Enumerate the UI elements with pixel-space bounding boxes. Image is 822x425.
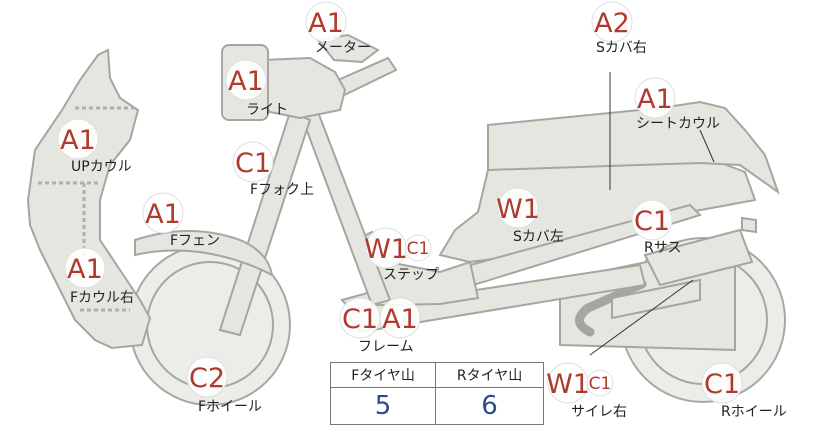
- grade-code: C1: [235, 148, 271, 179]
- front-tread-header: Fタイヤ山: [329, 362, 437, 388]
- part-label-meter: メーター: [315, 40, 371, 56]
- rear-suspension-top: [741, 216, 757, 234]
- rear-tread-header: Rタイヤ山: [435, 362, 544, 388]
- grade-code: C1: [634, 206, 670, 237]
- muffler-pipe: [575, 279, 647, 337]
- sub-grade-circle: [379, 297, 421, 339]
- meter-shape: [316, 33, 380, 64]
- grade-code: W1: [546, 369, 590, 400]
- grade-badge-circle: [232, 141, 274, 183]
- grade-code: C2: [189, 363, 225, 394]
- part-label-seat-cowl: シートカウル: [636, 116, 720, 132]
- part-label-s-cover-right: Sカバ右: [596, 40, 647, 56]
- grade-code: A1: [145, 199, 181, 230]
- part-label-up-cowl: UPカウル: [71, 159, 132, 175]
- grade-badge-circle: [305, 1, 347, 43]
- part-label-step: ステップ: [383, 267, 439, 283]
- grade-badge-circle: [142, 192, 184, 234]
- grade-code: W1: [496, 194, 540, 225]
- grade-code: A1: [308, 8, 344, 39]
- grade-code: C1: [704, 369, 740, 400]
- grade-code: C1: [342, 304, 378, 335]
- front-fender-shape: [134, 230, 274, 277]
- grade-code: A1: [60, 125, 96, 156]
- part-label-muffler-right: サイレ右: [571, 404, 627, 420]
- grade-badge-circle: [186, 356, 228, 398]
- muffler-body: [611, 278, 701, 320]
- seat-cowl-shape: [487, 100, 780, 195]
- part-label-f-fork-upper: Fフォク上: [250, 182, 314, 198]
- front-cowl-shape: [26, 48, 152, 350]
- part-label-r-suspension: Rサス: [644, 240, 681, 256]
- grade-badge-circle: [591, 1, 633, 43]
- grade-badge-circle: [634, 77, 676, 119]
- leader-muffler: [589, 279, 694, 356]
- grade-badge-circle: [497, 187, 539, 229]
- grade-badge-circle: [57, 118, 99, 160]
- sub-grade-circle: [404, 234, 432, 262]
- sub-grade-circle: [586, 369, 614, 397]
- sub-grade-code: C1: [589, 374, 612, 394]
- sub-grade-code: C1: [407, 239, 430, 259]
- part-label-light: ライト: [246, 102, 288, 118]
- grade-badge-circle: [631, 199, 673, 241]
- tread-depth-table: Fタイヤ山 Rタイヤ山 5 6: [329, 362, 544, 425]
- rear-suspension: [643, 228, 754, 287]
- sub-grade-code: A1: [382, 304, 418, 335]
- part-label-f-wheel: Fホイール: [198, 399, 262, 415]
- part-label-s-cover-left: Sカバ左: [513, 229, 564, 245]
- annotation-light: A1 ライト: [225, 59, 288, 118]
- part-label-r-wheel: Rホイール: [721, 404, 787, 420]
- grade-code: A1: [637, 84, 673, 115]
- grade-code: A1: [228, 66, 264, 97]
- front-tread-value: 5: [329, 387, 437, 425]
- grade-badge-circle: [701, 362, 743, 404]
- grade-badge-circle: [64, 247, 106, 289]
- part-label-f-cowl-right: Fカウル右: [70, 290, 134, 306]
- part-label-frame: フレーム: [358, 339, 414, 355]
- grade-code: A2: [594, 8, 630, 39]
- frame-down-tube: [298, 111, 392, 307]
- rear-tread-value: 6: [435, 387, 544, 425]
- grade-code: W1: [364, 234, 408, 265]
- grade-code: A1: [67, 254, 103, 285]
- grade-badge-circle: [225, 59, 267, 101]
- part-label-f-fender: Fフェン: [170, 233, 220, 249]
